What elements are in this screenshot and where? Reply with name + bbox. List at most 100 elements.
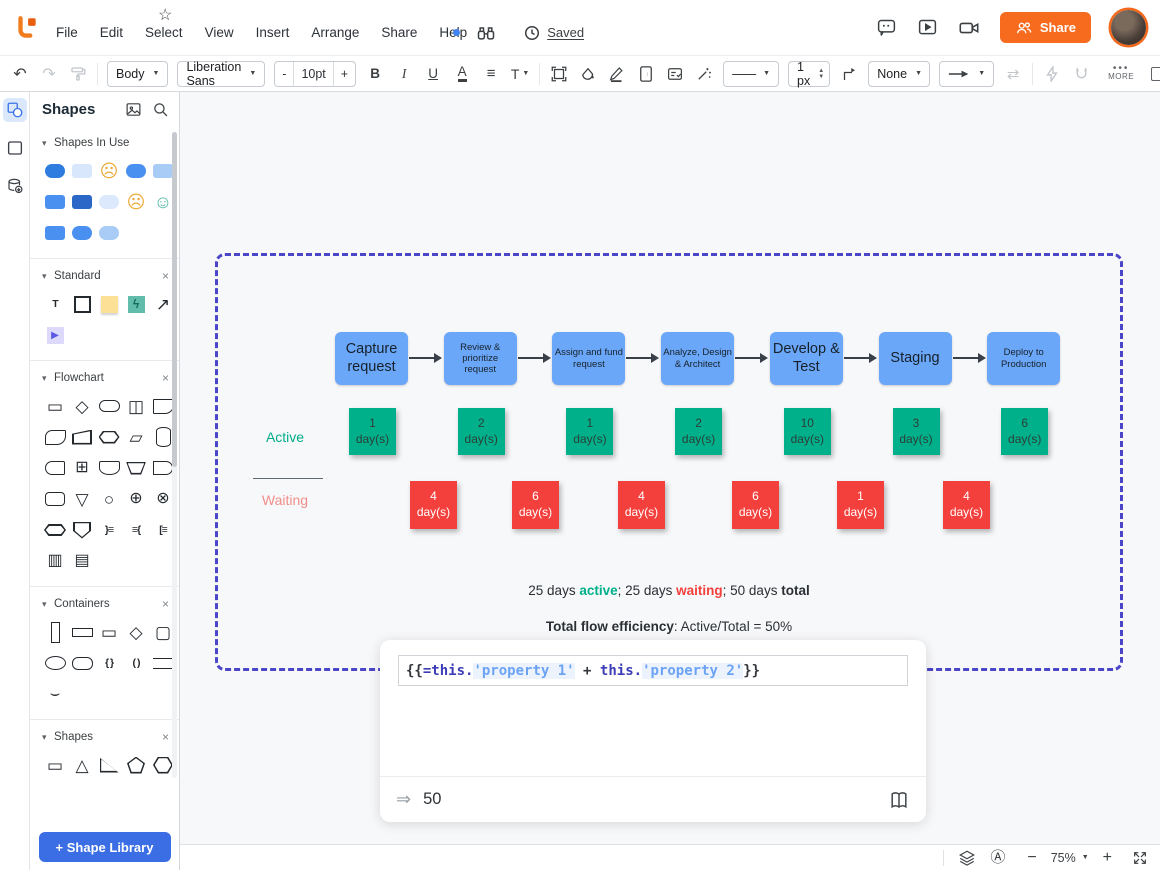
present-icon[interactable] bbox=[917, 17, 938, 38]
comments-icon[interactable] bbox=[876, 17, 897, 38]
flow-step[interactable]: Develop & Test bbox=[769, 332, 843, 385]
underline-button[interactable]: U bbox=[428, 66, 438, 81]
shadow-icon[interactable] bbox=[636, 61, 656, 87]
sidebar-scrollbar-thumb[interactable] bbox=[172, 132, 177, 467]
predefined-process-shape[interactable]: ◫ bbox=[125, 395, 147, 417]
shape-library-button[interactable]: + Shape Library bbox=[38, 832, 171, 862]
sad-face-shape[interactable]: ☹ bbox=[98, 160, 120, 182]
document-shape[interactable] bbox=[152, 395, 174, 417]
blue-rectangle-shape[interactable] bbox=[44, 222, 66, 244]
light-pill-shape[interactable] bbox=[98, 222, 120, 244]
summary-text[interactable]: 25 days active; 25 days waiting; 50 days… bbox=[215, 583, 1123, 598]
lucid-logo[interactable] bbox=[14, 15, 40, 41]
paper-tape-shape[interactable] bbox=[98, 457, 120, 479]
collapse-caret-icon[interactable]: ▾ bbox=[42, 372, 47, 383]
zoom-level-select[interactable]: 75% ▼ bbox=[1050, 850, 1089, 865]
find-icon[interactable] bbox=[476, 23, 496, 43]
accessibility-icon[interactable]: Ⓐ bbox=[990, 849, 1006, 866]
collapse-caret-icon[interactable]: ▾ bbox=[42, 731, 47, 742]
pentagon-shape[interactable] bbox=[125, 754, 147, 776]
or-shape[interactable]: ⊕ bbox=[125, 488, 147, 510]
table-rows-shape[interactable]: ▤ bbox=[71, 550, 93, 572]
lightning-bolt-shape[interactable]: ϟ bbox=[125, 293, 147, 315]
image-import-icon[interactable] bbox=[125, 101, 142, 118]
video-icon[interactable] bbox=[958, 17, 980, 39]
section-header[interactable]: ▾Flowchart× bbox=[42, 365, 179, 391]
terminator-shape[interactable] bbox=[98, 395, 120, 417]
font-family-select[interactable]: Liberation Sans ▼ bbox=[177, 60, 266, 88]
menu-arrange[interactable]: Arrange bbox=[311, 25, 360, 40]
font-size-decrease[interactable]: - bbox=[282, 66, 287, 81]
blue-pill-shape[interactable] bbox=[125, 160, 147, 182]
redo-button[interactable]: ↷ bbox=[42, 65, 56, 83]
arrow-end-select[interactable]: ▼ bbox=[939, 60, 995, 87]
parenthesis-container-shape[interactable]: ( ) bbox=[125, 652, 147, 674]
menu-view[interactable]: View bbox=[204, 25, 234, 40]
close-section-icon[interactable]: × bbox=[161, 371, 169, 385]
menu-insert[interactable]: Insert bbox=[255, 25, 290, 40]
database-shape[interactable] bbox=[152, 426, 174, 448]
flow-arrow[interactable] bbox=[626, 353, 660, 363]
zoom-out-button[interactable]: − bbox=[1027, 848, 1037, 866]
data-import-icon[interactable] bbox=[3, 174, 27, 198]
format-painter-icon[interactable] bbox=[68, 61, 88, 87]
favorite-star-icon[interactable]: ☆ bbox=[158, 7, 173, 24]
save-status[interactable]: Saved bbox=[524, 25, 584, 41]
formula-docs-icon[interactable] bbox=[888, 790, 910, 810]
merge-shape[interactable]: ▽ bbox=[71, 488, 93, 510]
rectangle-shape[interactable] bbox=[71, 293, 93, 315]
text-style-select[interactable]: Body ▼ bbox=[107, 60, 169, 87]
ellipse-container-shape[interactable] bbox=[44, 652, 66, 674]
notes-icon[interactable] bbox=[665, 61, 685, 87]
decision-shape[interactable]: ◇ bbox=[71, 395, 93, 417]
layers-icon[interactable] bbox=[958, 849, 976, 867]
rounded-container-shape[interactable]: ▢ bbox=[152, 621, 174, 643]
connector-style-icon[interactable] bbox=[839, 61, 859, 87]
vertical-container-shape[interactable] bbox=[44, 621, 66, 643]
text-color-button[interactable]: A bbox=[457, 65, 467, 83]
shape-frame-icon[interactable] bbox=[549, 61, 569, 87]
line-style-select[interactable]: ——▼ bbox=[723, 60, 780, 87]
manual-operation-shape[interactable] bbox=[125, 457, 147, 479]
preparation-wide-shape[interactable] bbox=[44, 519, 66, 541]
flow-step[interactable]: Deploy to Production bbox=[987, 332, 1061, 385]
preparation-shape[interactable] bbox=[98, 426, 120, 448]
section-header[interactable]: ▾Shapes In Use bbox=[42, 130, 179, 156]
sticky-note-shape[interactable] bbox=[98, 293, 120, 315]
flow-step[interactable]: Staging bbox=[878, 332, 952, 385]
data-shape[interactable]: ▱ bbox=[125, 426, 147, 448]
connector-shape[interactable]: ○ bbox=[98, 488, 120, 510]
flow-arrow[interactable] bbox=[843, 353, 877, 363]
waiting-row-label[interactable]: Waiting bbox=[261, 492, 309, 508]
row-divider-line[interactable] bbox=[253, 478, 323, 479]
formula-input[interactable]: {{=this.'property 1' + this.'property 2'… bbox=[398, 655, 908, 686]
table-columns-shape[interactable]: ▥ bbox=[44, 550, 66, 572]
collapse-caret-icon[interactable]: ▾ bbox=[42, 137, 47, 148]
share-button[interactable]: Share bbox=[999, 12, 1091, 43]
happy-face-shape[interactable]: ☺ bbox=[152, 191, 174, 213]
flow-step[interactable]: Capture request bbox=[335, 332, 408, 385]
text-shape[interactable]: T bbox=[44, 293, 66, 315]
fullscreen-icon[interactable] bbox=[1132, 850, 1148, 866]
section-header[interactable]: ▾Containers× bbox=[42, 591, 179, 617]
dark-blue-rectangle-shape[interactable] bbox=[71, 191, 93, 213]
italic-button[interactable]: I bbox=[401, 65, 407, 81]
rectangle-container-shape[interactable]: ▭ bbox=[98, 621, 120, 643]
fill-color-icon[interactable] bbox=[578, 61, 598, 87]
search-shapes-icon[interactable] bbox=[152, 101, 169, 118]
close-section-icon[interactable]: × bbox=[161, 597, 169, 611]
blue-pill-shape[interactable] bbox=[71, 222, 93, 244]
quick-actions-icon[interactable] bbox=[1042, 61, 1062, 87]
play-button-shape[interactable]: ▶ bbox=[44, 324, 66, 346]
off-page-connector-shape[interactable] bbox=[71, 519, 93, 541]
menu-file[interactable]: File bbox=[56, 25, 78, 40]
